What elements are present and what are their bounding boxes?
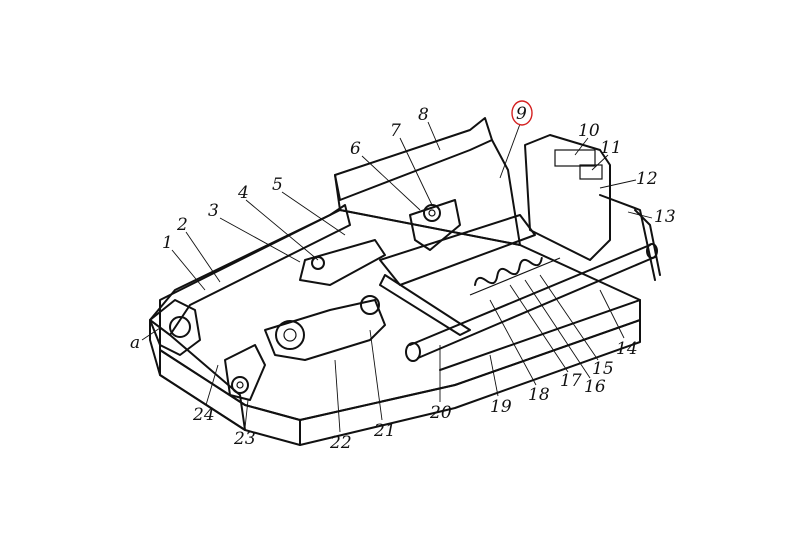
label-a: a	[130, 333, 140, 353]
label-12: 12	[636, 169, 658, 189]
right-bracket	[524, 134, 661, 281]
label-24: 24	[192, 405, 215, 425]
label-7: 7	[390, 121, 401, 141]
label-20: 20	[429, 403, 452, 423]
label-8: 8	[418, 105, 429, 125]
label-3: 3	[208, 201, 219, 221]
label-11: 11	[600, 138, 622, 158]
label-23: 23	[233, 429, 256, 449]
leader-lines	[141, 121, 653, 433]
left-side-wall	[149, 204, 351, 431]
label-17: 17	[560, 371, 582, 391]
label-15: 15	[592, 359, 614, 379]
front-cam	[264, 295, 386, 361]
label-14: 14	[616, 339, 638, 359]
spring-assembly	[469, 257, 561, 296]
highlight-circle	[511, 100, 533, 126]
label-2: 2	[176, 215, 188, 235]
label-13: 13	[654, 207, 676, 227]
label-16: 16	[584, 377, 606, 397]
lever-mechanism	[299, 199, 461, 286]
center-slide	[379, 214, 536, 336]
housing-base	[159, 209, 641, 446]
label-5: 5	[272, 175, 283, 195]
part-labels: 1 2 3 4 5 6 7 8 9 10 11 12 13 14 15 16 1…	[130, 104, 676, 453]
label-18: 18	[528, 385, 550, 405]
back-wall	[334, 117, 521, 246]
label-9: 9	[516, 104, 527, 124]
label-19: 19	[490, 397, 512, 417]
label-10: 10	[578, 121, 600, 141]
front-lugs	[149, 299, 266, 401]
label-1: 1	[162, 233, 173, 253]
label-22: 22	[329, 433, 352, 453]
label-21: 21	[373, 421, 396, 441]
label-6: 6	[350, 139, 361, 159]
label-4: 4	[237, 183, 249, 203]
